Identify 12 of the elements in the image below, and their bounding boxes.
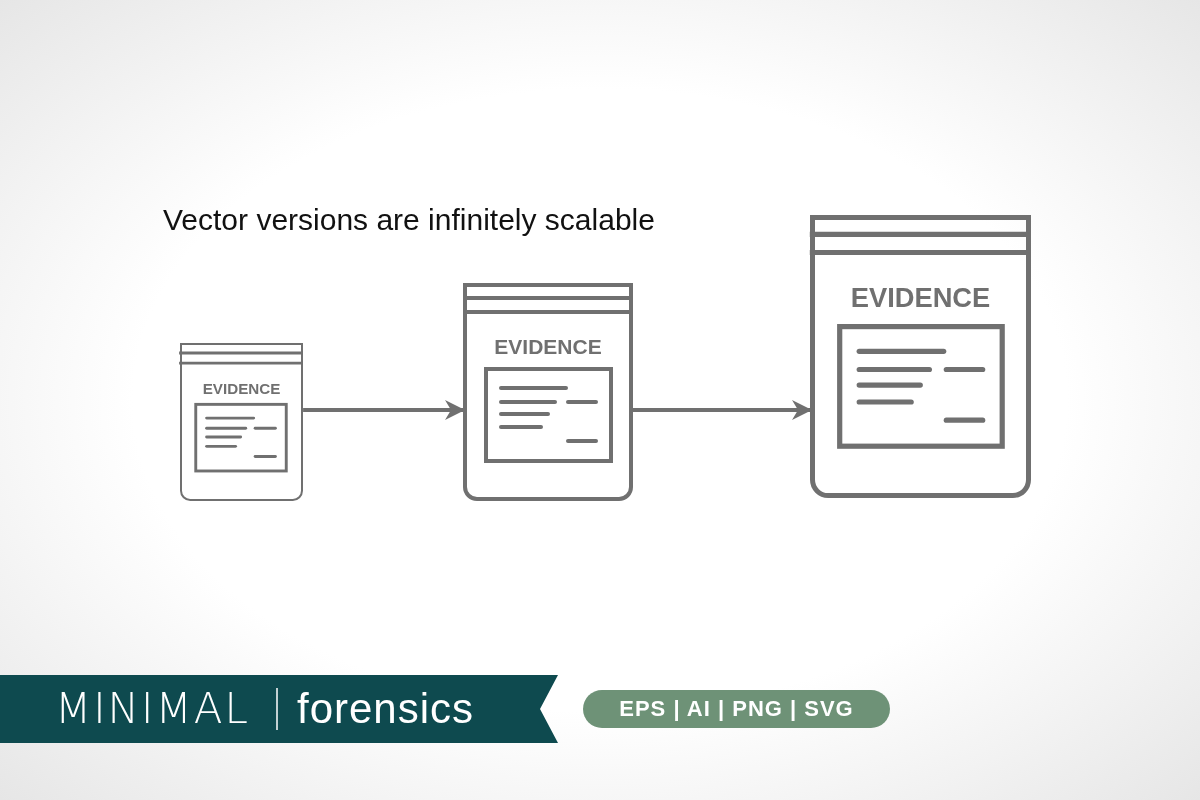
bag-label: EVIDENCE: [201, 379, 282, 398]
arrow: [633, 400, 812, 420]
arrow: [303, 400, 465, 420]
bag-label: EVIDENCE: [849, 282, 992, 314]
banner-text: forensics: [297, 685, 475, 733]
evidence-bag: [463, 283, 633, 501]
bag-label: EVIDENCE: [493, 335, 603, 359]
evidence-bag: [180, 343, 304, 501]
format-badge: EPS | AI | PNG | SVG: [583, 690, 890, 728]
title-text: Vector versions are infinitely scalable: [163, 203, 655, 237]
banner-text: MINIMAL: [55, 685, 250, 733]
evidence-bag: [810, 215, 1031, 499]
